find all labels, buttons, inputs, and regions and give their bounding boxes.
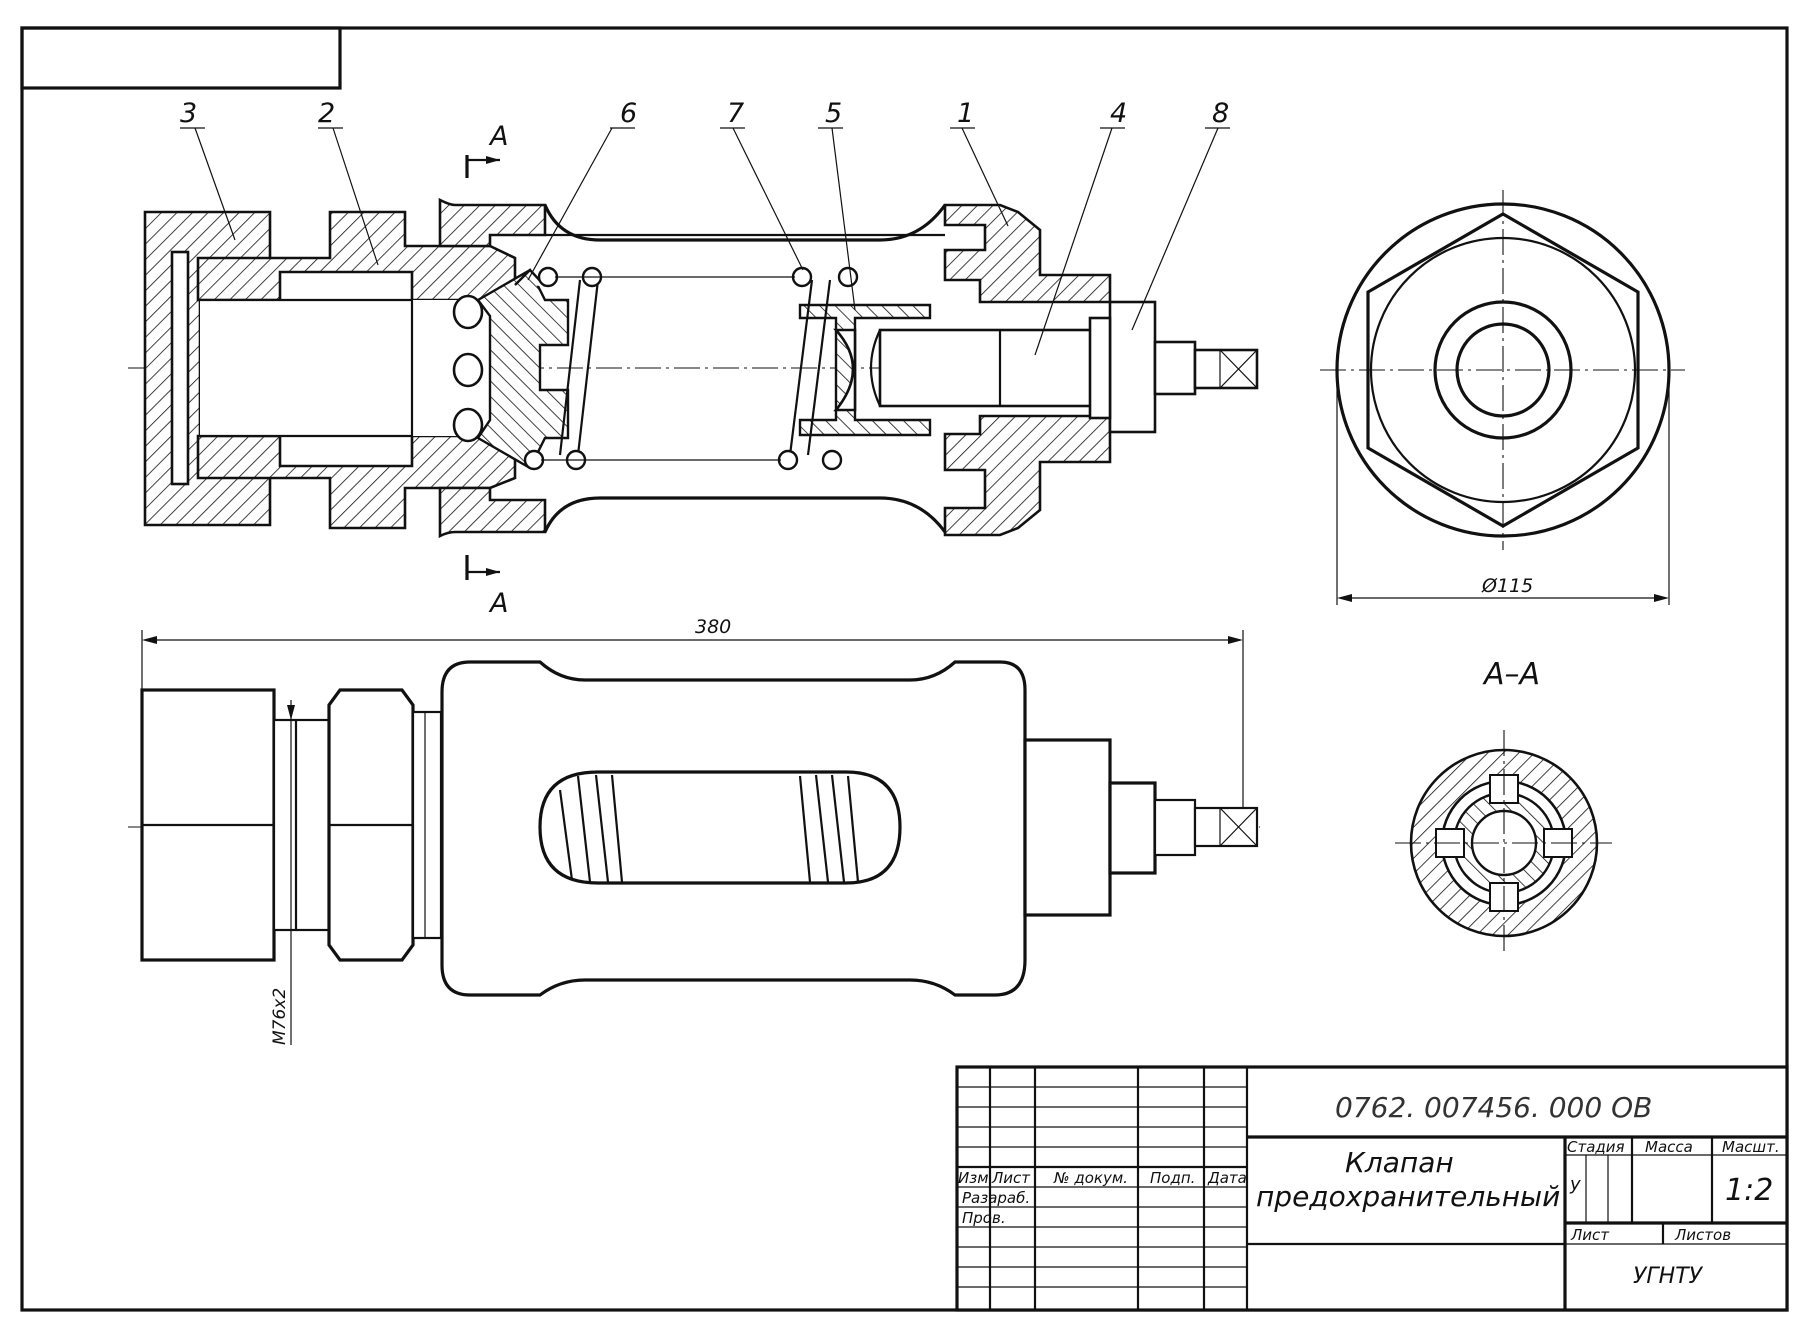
part-7-spring: [523, 266, 859, 471]
callout-4: 4: [1110, 98, 1127, 129]
role-checked: Пров.: [962, 1209, 1006, 1227]
section-label-bottom: A: [488, 588, 508, 619]
part-8-locknut: [1108, 300, 1157, 434]
product-name-line1: Клапан: [1345, 1146, 1454, 1179]
external-view: 380 M76x2: [128, 616, 1260, 1045]
section-aa-title: A–A: [1482, 657, 1540, 692]
scale-label: Масшт.: [1722, 1138, 1780, 1156]
dim-diameter: Ø115: [1481, 575, 1533, 597]
organization: УГНТУ: [1633, 1264, 1704, 1289]
callout-8: 8: [1212, 98, 1229, 129]
callout-6: 6: [620, 98, 637, 129]
role-developed: Разараб.: [962, 1189, 1030, 1207]
sheet-frame: [20, 26, 1789, 1312]
part-4-screw: [878, 328, 1097, 408]
section-aa-view: A–A: [1395, 657, 1612, 955]
header-change: Изм: [958, 1169, 989, 1187]
part-1-body: [438, 197, 547, 248]
end-view: Ø115: [1320, 190, 1685, 605]
mass-label: Масса: [1645, 1138, 1693, 1156]
callout-7: 7: [727, 98, 744, 129]
header-date: Дата: [1207, 1169, 1247, 1187]
scale-value: 1:2: [1725, 1173, 1773, 1208]
section-marker: A A: [465, 121, 508, 619]
header-doc-no: № докум.: [1053, 1169, 1128, 1187]
title-block: 0762. 007456. 000 ОВ Клапан предохраните…: [955, 1065, 1789, 1312]
product-name-line2: предохранительный: [1256, 1180, 1560, 1213]
header-signature: Подп.: [1150, 1169, 1195, 1187]
callout-3: 3: [180, 98, 197, 129]
sheet-label: Лист: [1570, 1226, 1610, 1244]
dim-overall-length: 380: [695, 616, 731, 638]
header-sheet: Лист: [991, 1169, 1031, 1187]
stage-label: Стадия: [1567, 1138, 1625, 1156]
section-label-top: A: [488, 121, 508, 152]
dim-thread: M76x2: [270, 988, 290, 1045]
callout-5: 5: [825, 98, 842, 129]
sheets-label: Листов: [1674, 1226, 1731, 1244]
document-designation: 0762. 007456. 000 ОВ: [1335, 1091, 1652, 1124]
stage-value: у: [1569, 1174, 1581, 1195]
callout-1: 1: [957, 98, 974, 129]
callout-2: 2: [318, 98, 335, 129]
part-callouts: 3 2 6 7 5 1 4 8: [180, 98, 1230, 356]
main-section-view: A A 3 2 6 7 5 1 4: [128, 98, 1259, 619]
part-6-plug: [476, 268, 570, 470]
